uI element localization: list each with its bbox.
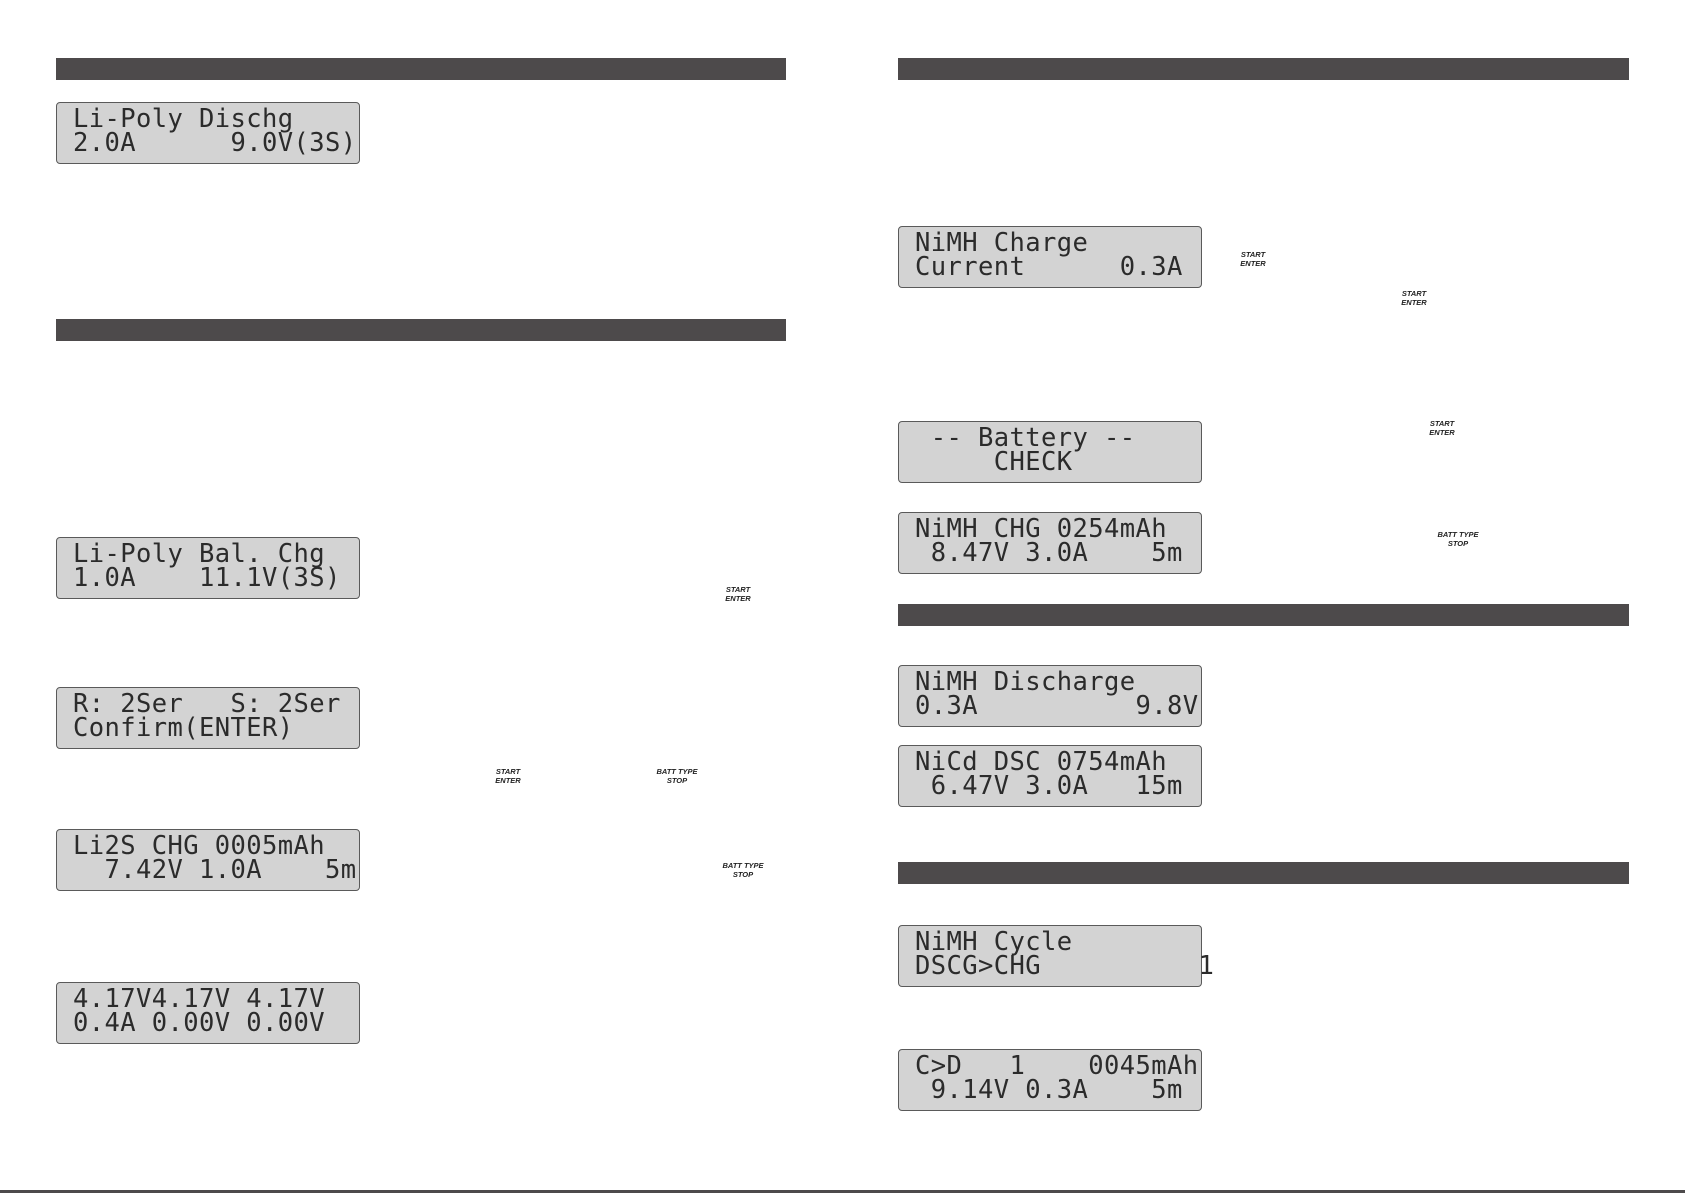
lcd-line-1: NiMH CHG 0254mAh (915, 514, 1168, 544)
lcd-nicd-discharge-status: NiCd DSC 0754mAh 6.47V 3.0A 15m (898, 745, 1202, 807)
lcd-line-1: C>D 1 0045mAh (915, 1051, 1199, 1081)
button-icon-bottom-label: STOP (1447, 539, 1469, 548)
lcd-line-2: 1.0A 11.1V(3S) (73, 563, 341, 593)
lcd-line-2: DSCG>CHG 1 (915, 951, 1215, 981)
button-icon-top-label: START (1429, 419, 1455, 428)
section-header-bar (56, 319, 786, 341)
section-header-bar (898, 604, 1629, 626)
lcd-line-1: Li2S CHG 0005mAh (73, 831, 326, 861)
section-header-bar (898, 862, 1629, 884)
lcd-line-1: Li-Poly Dischg (73, 104, 294, 134)
lcd-line-2: 7.42V 1.0A 5m (73, 855, 357, 885)
lcd-line-1: Li-Poly Bal. Chg (73, 539, 326, 569)
lcd-nimh-charge-status: NiMH CHG 0254mAh 8.47V 3.0A 5m (898, 512, 1202, 574)
batt-type-stop-button-icon: BATT TYPE STOP (718, 861, 768, 879)
lcd-line-2: 0.3A 9.8V (915, 691, 1199, 721)
button-icon-top-label: BATT TYPE (656, 767, 698, 776)
button-icon-top-label: START (495, 767, 521, 776)
page-bottom-rule (0, 1190, 1685, 1193)
lcd-line-2: 0.4A 0.00V 0.00V (73, 1008, 326, 1038)
lcd-li-poly-balance-charge: Li-Poly Bal. Chg 1.0A 11.1V(3S) (56, 537, 360, 599)
lcd-line-1: NiMH Cycle (915, 927, 1073, 957)
button-icon-top-label: START (725, 585, 751, 594)
button-icon-bottom-label: STOP (666, 776, 688, 785)
lcd-nimh-charge-current: NiMH Charge Current 0.3A (898, 226, 1202, 288)
lcd-cell-confirm: R: 2Ser S: 2Ser Confirm(ENTER) (56, 687, 360, 749)
batt-type-stop-button-icon: BATT TYPE STOP (1433, 530, 1483, 548)
lcd-line-2: CHECK (915, 447, 1073, 477)
lcd-line-1: -- Battery -- (915, 423, 1136, 453)
lcd-line-1: NiMH Charge (915, 228, 1089, 258)
lcd-line-2: 6.47V 3.0A 15m (915, 771, 1183, 801)
button-icon-bottom-label: ENTER (1240, 259, 1266, 268)
button-icon-bottom-label: ENTER (1401, 298, 1427, 307)
start-enter-button-icon: START ENTER (1228, 250, 1278, 268)
lcd-cycle-status: C>D 1 0045mAh 9.14V 0.3A 5m (898, 1049, 1202, 1111)
lcd-li2s-charge-status: Li2S CHG 0005mAh 7.42V 1.0A 5m (56, 829, 360, 891)
button-icon-bottom-label: ENTER (495, 776, 521, 785)
lcd-line-2: 2.0A 9.0V(3S) (73, 128, 357, 158)
lcd-nimh-cycle: NiMH Cycle DSCG>CHG 1 (898, 925, 1215, 987)
lcd-li-poly-discharge: Li-Poly Dischg 2.0A 9.0V(3S) (56, 102, 360, 164)
button-icon-top-label: BATT TYPE (1437, 530, 1479, 539)
lcd-cell-voltages: 4.17V4.17V 4.17V 0.4A 0.00V 0.00V (56, 982, 360, 1044)
section-header-bar (56, 58, 786, 80)
lcd-line-2: Confirm(ENTER) (73, 713, 294, 743)
button-icon-top-label: START (1240, 250, 1266, 259)
batt-type-stop-button-icon: BATT TYPE STOP (652, 767, 702, 785)
start-enter-button-icon: START ENTER (483, 767, 533, 785)
lcd-nimh-discharge: NiMH Discharge 0.3A 9.8V (898, 665, 1202, 727)
button-icon-bottom-label: ENTER (725, 594, 751, 603)
lcd-line-1: NiMH Discharge (915, 667, 1136, 697)
lcd-line-2: 9.14V 0.3A 5m (915, 1075, 1183, 1105)
start-enter-button-icon: START ENTER (1417, 419, 1467, 437)
button-icon-bottom-label: ENTER (1429, 428, 1455, 437)
lcd-battery-check: -- Battery -- CHECK (898, 421, 1202, 483)
lcd-line-1: 4.17V4.17V 4.17V (73, 984, 326, 1014)
start-enter-button-icon: START ENTER (713, 585, 763, 603)
lcd-line-1: R: 2Ser S: 2Ser (73, 689, 341, 719)
lcd-line-2: 8.47V 3.0A 5m (915, 538, 1183, 568)
button-icon-top-label: START (1401, 289, 1427, 298)
button-icon-bottom-label: STOP (732, 870, 754, 879)
button-icon-top-label: BATT TYPE (722, 861, 764, 870)
lcd-line-2: Current 0.3A (915, 252, 1183, 282)
section-header-bar (898, 58, 1629, 80)
lcd-line-1: NiCd DSC 0754mAh (915, 747, 1168, 777)
start-enter-button-icon: START ENTER (1389, 289, 1439, 307)
